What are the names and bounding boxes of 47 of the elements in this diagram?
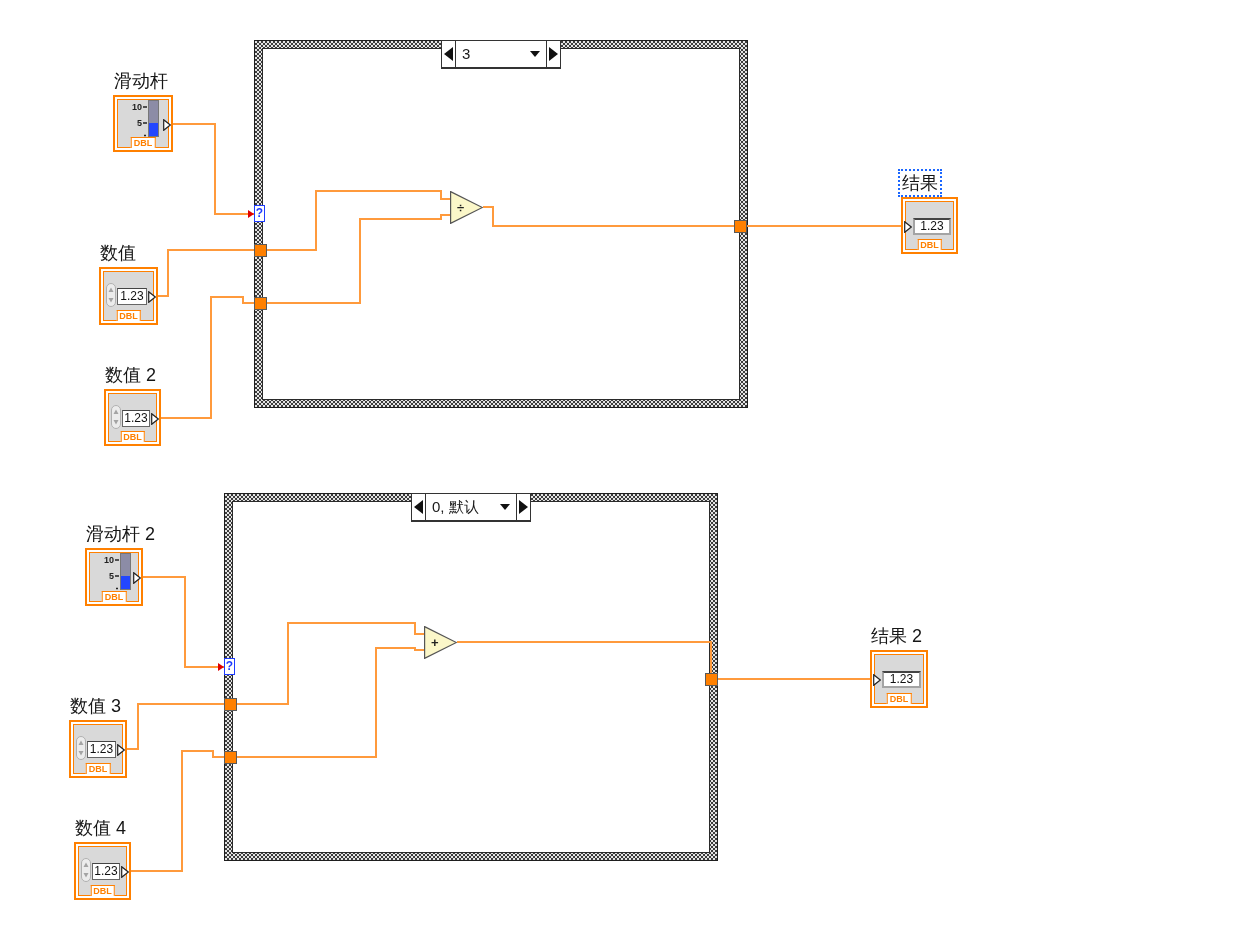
tunnel [224, 751, 237, 764]
case-structure [254, 40, 748, 408]
data-type-tag: DBL [101, 591, 127, 602]
wire [266, 190, 451, 251]
terminal-label: 数值 4 [75, 818, 126, 838]
terminal-label: 滑动杆 2 [86, 524, 155, 544]
data-type-tag: DBL [85, 763, 111, 774]
tunnel [705, 673, 718, 686]
scale-label: 10 [131, 102, 142, 112]
tunnel [734, 220, 747, 233]
wire [482, 206, 735, 227]
terminal-label: 结果 2 [871, 626, 922, 646]
wire [266, 214, 451, 304]
data-type-tag: DBL [886, 693, 912, 704]
terminal-label: 滑动杆 [114, 71, 168, 91]
wire [717, 678, 871, 680]
case-selector-terminal: ? [254, 205, 265, 222]
scale-label: 5 [136, 118, 142, 128]
terminal-label: 数值 3 [70, 696, 121, 716]
tunnel [224, 698, 237, 711]
wire [130, 750, 225, 872]
case-structure [224, 493, 718, 861]
case-label: 0, 默认 [432, 498, 479, 516]
wire [160, 296, 255, 419]
wire [126, 703, 225, 750]
case-label: 3 [462, 45, 471, 63]
terminal-label: 数值 [100, 243, 136, 263]
wire [746, 225, 902, 227]
add-function: + [424, 626, 457, 659]
wire [456, 641, 712, 674]
wire [157, 249, 255, 297]
wire [172, 123, 255, 218]
scale-label: 10 [103, 555, 114, 565]
wire [236, 622, 425, 705]
wire [236, 647, 425, 758]
data-type-tag: DBL [90, 885, 115, 896]
terminal-label: 数值 2 [105, 365, 156, 385]
scale-label: 5 [108, 571, 114, 581]
tunnel [254, 297, 267, 310]
data-type-tag: DBL [917, 239, 942, 250]
data-type-tag: DBL [116, 310, 141, 321]
data-type-tag: DBL [130, 137, 156, 148]
tunnel [254, 244, 267, 257]
wire [142, 576, 225, 671]
data-type-tag: DBL [120, 431, 145, 442]
divide-function: ÷ [450, 191, 483, 224]
case-selector-terminal: ? [224, 658, 235, 675]
